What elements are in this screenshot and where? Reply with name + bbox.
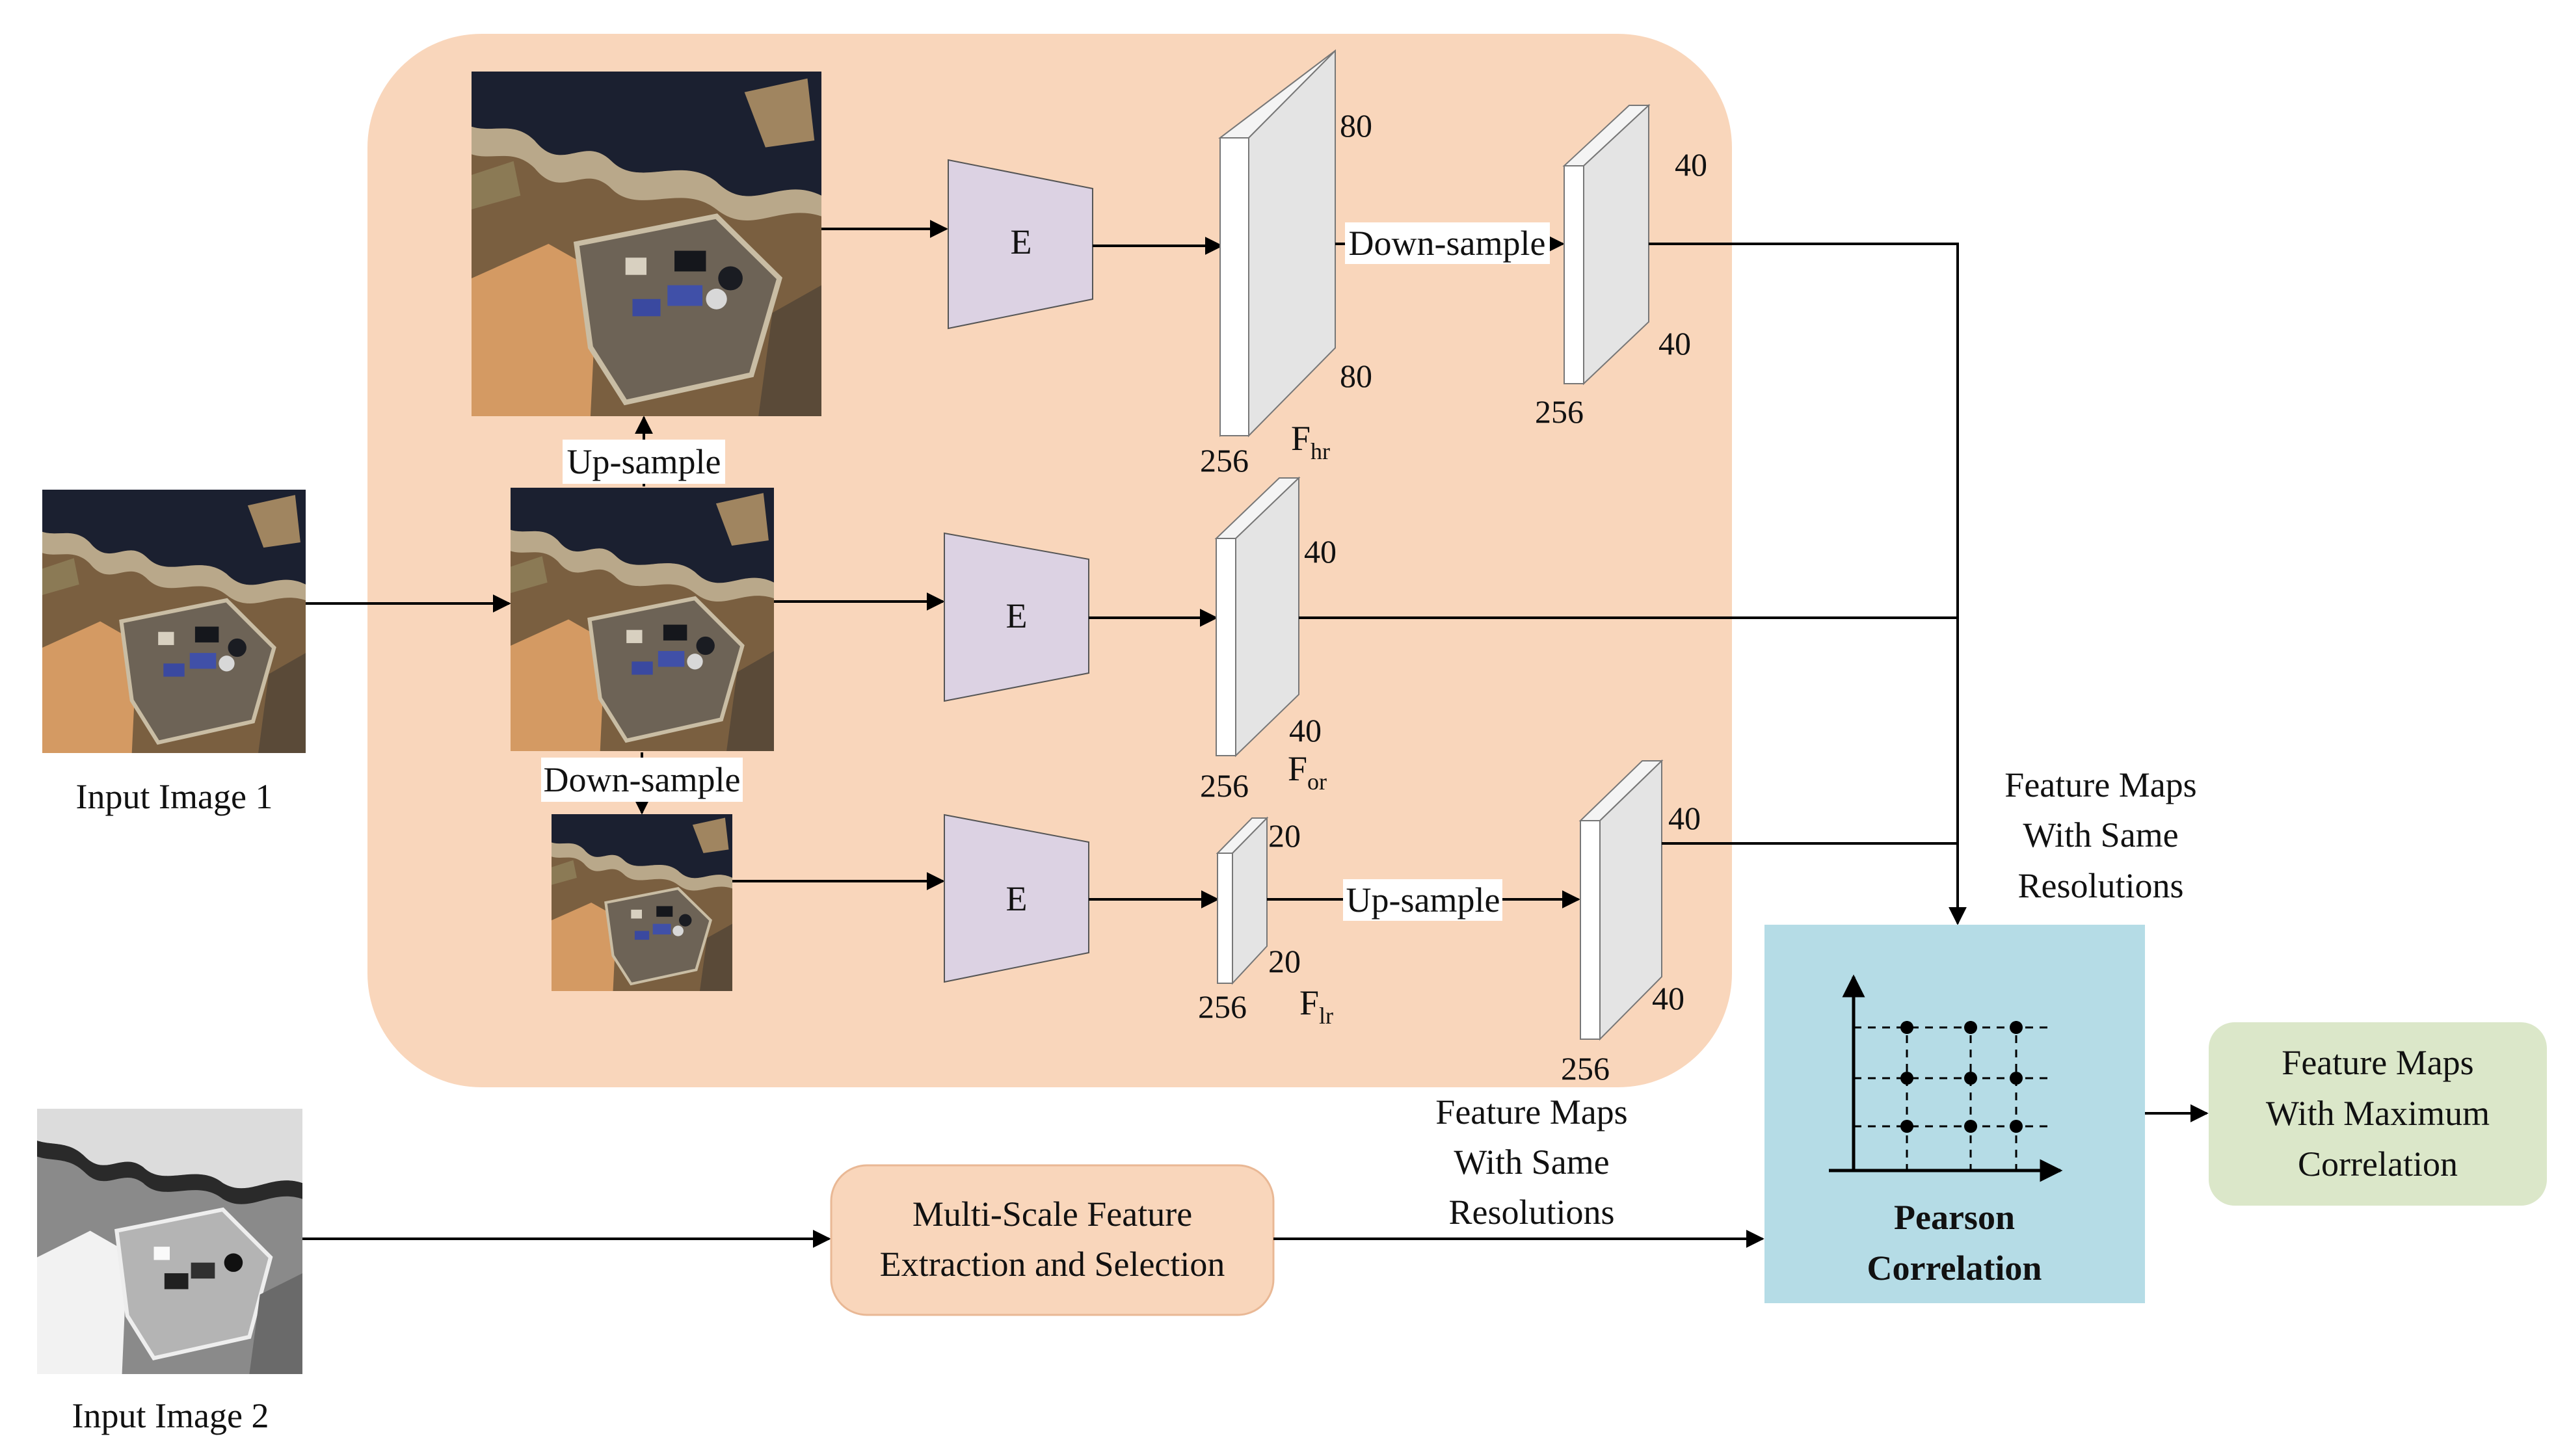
input-image-1 — [42, 490, 306, 753]
hr-resized-size-bottom: 40 — [1658, 325, 1691, 362]
downsample-h-label: Down-sample — [1349, 224, 1546, 263]
lr-resized-size-top: 40 — [1668, 800, 1701, 836]
pearson-line1: Pearson — [1894, 1198, 2015, 1237]
output-line2: With Maximum — [2266, 1094, 2490, 1133]
original-image — [511, 488, 774, 751]
same-res-right-line3: Resolutions — [2017, 866, 2183, 905]
multiscale-line2: Extraction and Selection — [880, 1245, 1225, 1284]
upsample-h-label: Up-sample — [1346, 880, 1500, 920]
input-image-2-label: Input Image 2 — [72, 1396, 269, 1435]
hr-size-bottom: 80 — [1340, 358, 1372, 394]
or-size-top: 40 — [1304, 533, 1337, 570]
same-res-bottom-line2: With Same — [1454, 1143, 1609, 1182]
input-image-1-label: Input Image 1 — [76, 777, 273, 816]
lr-size-bottom: 20 — [1268, 943, 1301, 979]
encoder-hr: E — [948, 159, 1093, 330]
output-line3: Correlation — [2298, 1145, 2458, 1184]
downsampled-image — [552, 814, 732, 991]
connector-hr — [1649, 243, 1967, 925]
input-image-2 — [37, 1109, 302, 1374]
encoder-or: E — [944, 532, 1089, 702]
multiscale-line1: Multi-Scale Feature — [912, 1195, 1192, 1234]
feature-cube-hr-resized — [1562, 103, 1651, 386]
downsample-label-bg — [541, 758, 743, 802]
encoder-lr: E — [944, 814, 1089, 983]
lr-feature-name: Flr — [1299, 983, 1333, 1029]
same-res-bottom-line1: Feature Maps — [1435, 1092, 1627, 1132]
lr-channels: 256 — [1198, 988, 1247, 1025]
hr-resized-size-top: 40 — [1675, 146, 1707, 183]
feature-cube-lr-resized — [1578, 759, 1664, 1041]
downsample-h-label-bg — [1345, 222, 1550, 264]
hr-resized-channels: 256 — [1535, 393, 1584, 430]
same-res-right-line2: With Same — [2023, 815, 2178, 854]
or-channels: 256 — [1200, 767, 1249, 804]
upsample-h-label-bg — [1343, 879, 1502, 921]
encoder-or-label: E — [1006, 596, 1028, 635]
upsampled-image — [472, 72, 821, 416]
same-res-right-line1: Feature Maps — [2004, 765, 2196, 804]
downsample-label: Down-sample — [544, 760, 741, 799]
hr-channels: 256 — [1200, 442, 1249, 479]
feature-cube-hr — [1218, 49, 1336, 438]
lr-size-top: 20 — [1268, 817, 1301, 854]
same-res-bottom-line3: Resolutions — [1448, 1193, 1614, 1232]
output-line1: Feature Maps — [2282, 1043, 2473, 1082]
or-size-bottom: 40 — [1289, 712, 1322, 748]
multiscale-box — [830, 1164, 1275, 1316]
or-feature-name: For — [1288, 749, 1327, 795]
pearson-line2: Correlation — [1867, 1249, 2042, 1288]
upsample-label: Up-sample — [567, 442, 721, 481]
feature-cube-lr — [1216, 816, 1269, 985]
hr-feature-name: Fhr — [1291, 419, 1330, 464]
lr-resized-size-bottom: 40 — [1652, 980, 1684, 1016]
lr-resized-channels: 256 — [1561, 1050, 1610, 1087]
feature-cube-or — [1214, 476, 1301, 758]
upsample-label-bg — [563, 440, 725, 484]
scatter-plot-icon — [1829, 974, 2063, 1182]
output-box — [2209, 1022, 2547, 1206]
encoder-hr-label: E — [1011, 222, 1032, 261]
encoder-lr-label: E — [1006, 879, 1028, 918]
pearson-box — [1764, 925, 2145, 1303]
hr-size-top: 80 — [1340, 107, 1372, 144]
